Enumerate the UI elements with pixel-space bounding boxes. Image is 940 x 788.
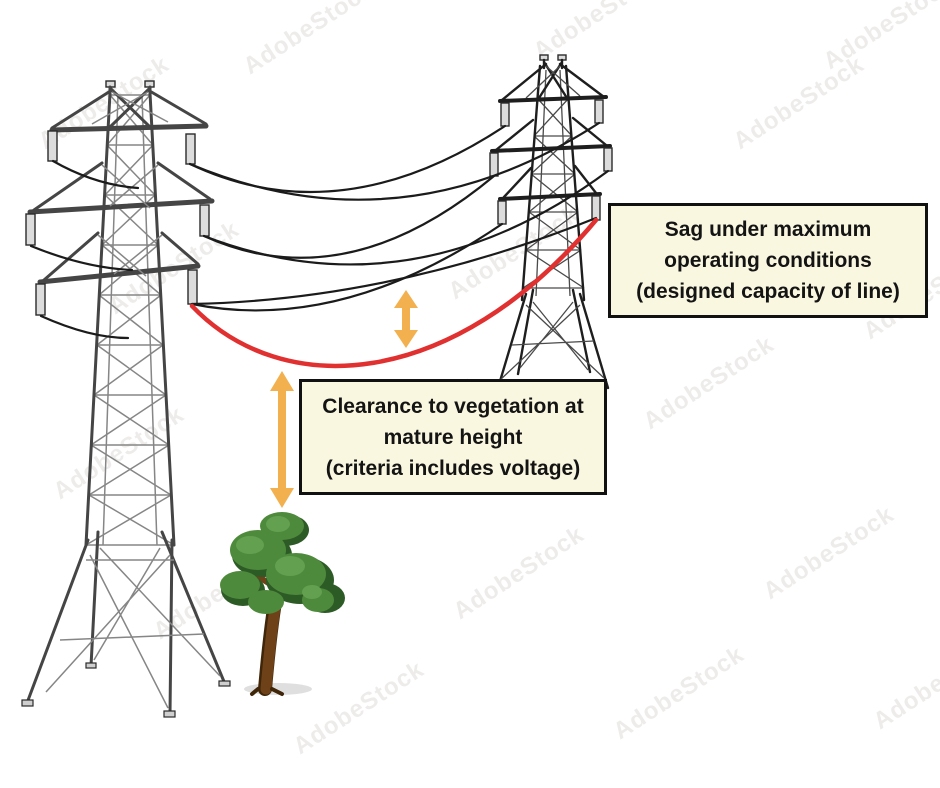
conductor-span-bottom — [190, 222, 504, 312]
watermark-text: AdobeStock — [759, 501, 900, 605]
clearance-label-box: Clearance to vegetation at mature height… — [299, 379, 607, 495]
sag-label-box: Sag under maximum operating conditions (… — [608, 203, 928, 318]
insulator — [489, 152, 499, 177]
sag-arrow — [394, 290, 418, 348]
insulator — [591, 195, 601, 221]
conductor-span-top — [188, 121, 601, 201]
tower-foot — [218, 680, 231, 687]
watermark-text: AdobeStock — [449, 521, 590, 625]
clearance-label-line: (criteria includes voltage) — [325, 456, 581, 480]
conductor-stub — [39, 314, 130, 340]
conductor-span-middle — [202, 169, 610, 266]
crossarm-top — [49, 123, 209, 133]
watermark-text: AdobeStock — [639, 331, 780, 435]
left-transmission-tower — [21, 80, 231, 718]
crossarm-bottom — [37, 263, 201, 285]
sag-label-line: (designed capacity of line) — [636, 280, 900, 303]
insulator — [187, 269, 198, 305]
clearance-label-line: mature height — [383, 425, 523, 449]
sag-curve — [189, 217, 599, 369]
insulator — [594, 99, 604, 124]
insulator — [199, 204, 210, 237]
sag-label-line: Sag under maximum — [664, 218, 872, 241]
insulator — [25, 213, 36, 246]
tower-foot — [21, 699, 34, 707]
insulator — [185, 133, 196, 165]
watermark-text: AdobeStock — [869, 631, 940, 735]
insulator — [500, 102, 510, 127]
crossarm-middle — [27, 198, 215, 215]
crossarm-bottom — [498, 192, 602, 201]
watermark-text: AdobeStock — [529, 0, 670, 65]
crossarm-middle — [490, 144, 612, 153]
tower-foot — [85, 662, 97, 669]
conductor-stub — [51, 159, 140, 190]
crossarm-top — [498, 95, 608, 103]
insulator — [497, 200, 507, 225]
tower-foot — [163, 710, 176, 718]
insulator — [47, 130, 58, 162]
insulator — [603, 147, 613, 172]
sag-label-line: operating conditions — [664, 249, 872, 272]
watermark-text: AdobeStock — [444, 201, 585, 305]
insulator — [35, 283, 46, 316]
clearance-label-line: Clearance to vegetation at — [322, 394, 584, 418]
watermark-text: AdobeStock — [289, 656, 430, 760]
watermark-text: AdobeStock — [239, 0, 380, 80]
clearance-arrow — [270, 371, 294, 508]
conductor-span-bottom — [190, 216, 598, 306]
watermark-text: AdobeStock — [729, 51, 870, 155]
right-transmission-tower — [489, 54, 613, 390]
conductor-stub — [29, 244, 134, 272]
conductor-wires — [29, 121, 610, 340]
tree — [220, 512, 345, 696]
watermark-text: AdobeStock — [609, 641, 750, 745]
